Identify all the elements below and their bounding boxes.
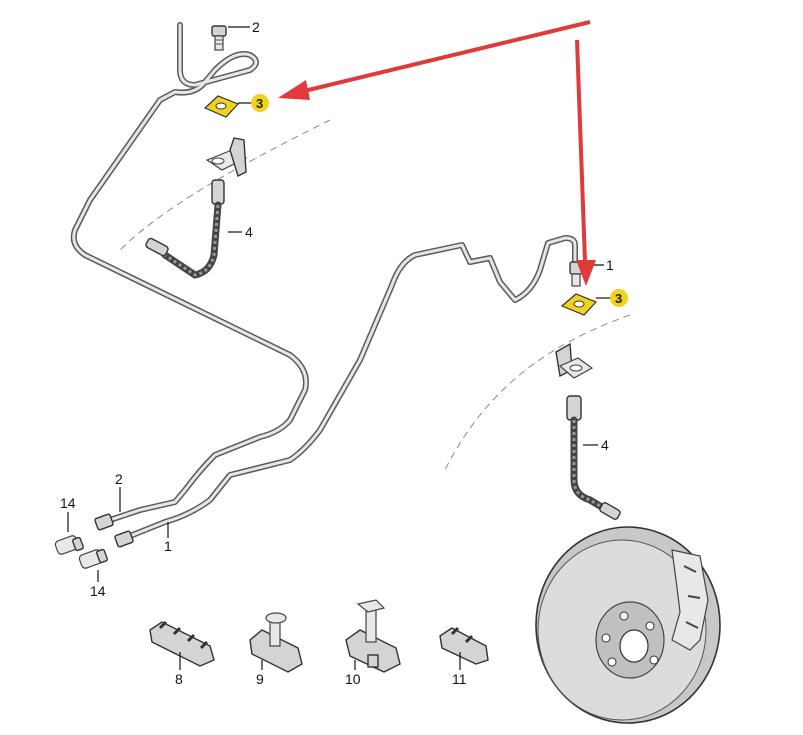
brake-hose-left xyxy=(145,179,225,279)
pipe-clip-11 xyxy=(439,626,489,665)
indicator-arrow-left xyxy=(278,20,591,100)
brake-pipe-right xyxy=(122,235,578,541)
retaining-clip-right xyxy=(560,293,598,316)
callout-2-lower: 2 xyxy=(115,471,123,487)
callout-3-left: 3 xyxy=(256,96,263,111)
pipe-clip-10 xyxy=(345,599,401,673)
callout-9: 9 xyxy=(256,671,264,687)
callout-3-right: 3 xyxy=(615,291,622,306)
callout-8: 8 xyxy=(175,671,183,687)
protective-cap-lower xyxy=(78,548,108,569)
mounting-bracket-left xyxy=(205,137,248,177)
brake-disc xyxy=(535,526,721,724)
highlight-badge-3-right xyxy=(610,289,628,307)
callout-1-right: 1 xyxy=(606,257,614,273)
callout-4-left: 4 xyxy=(245,224,253,240)
callout-14-upper: 14 xyxy=(60,495,76,511)
union-nut-left-lower xyxy=(114,530,134,548)
mounting-bracket-right xyxy=(555,342,594,379)
union-bolt-top xyxy=(211,25,227,51)
brake-hose-right xyxy=(566,395,621,520)
pipe-clip-9 xyxy=(249,612,303,673)
callout-2-top: 2 xyxy=(252,19,260,35)
highlight-badge-3-left xyxy=(251,94,269,112)
indicator-arrow-right xyxy=(575,39,596,286)
callout-1-lower: 1 xyxy=(164,538,172,554)
union-nut-left-upper xyxy=(94,513,114,531)
brake-pipe-left xyxy=(70,22,309,523)
retaining-clip-left xyxy=(203,95,240,118)
callout-14-lower: 14 xyxy=(90,583,106,599)
callout-11: 11 xyxy=(452,671,467,687)
protective-cap-upper xyxy=(54,535,84,555)
callout-4-right: 4 xyxy=(601,437,609,453)
pipe-clip-8 xyxy=(149,620,215,667)
body-contour-lines xyxy=(119,119,631,471)
callout-10: 10 xyxy=(345,671,361,687)
